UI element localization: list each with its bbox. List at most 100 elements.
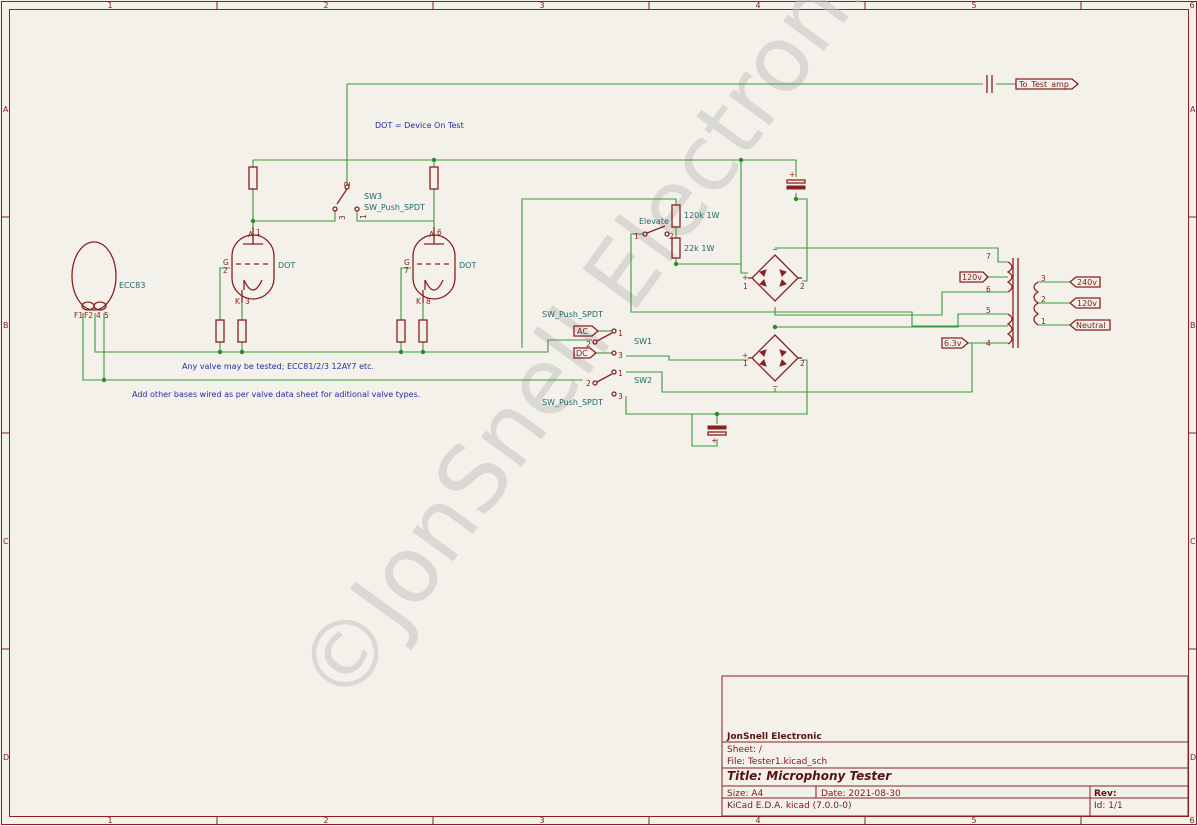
tb-sheet: Sheet: /	[727, 745, 763, 755]
label-to-test-amp: To_Test_amp	[1015, 78, 1080, 90]
svg-text:3: 3	[245, 297, 250, 306]
svg-text:6: 6	[437, 228, 442, 237]
svg-text:A: A	[429, 230, 435, 239]
svg-text:4: 4	[986, 339, 991, 348]
elevate-ref: Elevate	[639, 217, 669, 226]
svg-text:A: A	[248, 230, 254, 239]
svg-text:+: +	[789, 170, 795, 179]
svg-text:1: 1	[634, 232, 639, 241]
row-marker: D	[3, 753, 9, 762]
resistor-120k	[671, 204, 681, 228]
label-240v: 240v	[1068, 276, 1101, 288]
sw3-value: SW_Push_SPDT	[364, 203, 425, 212]
svg-text:+: +	[742, 273, 748, 282]
col-marker: 3	[539, 816, 544, 825]
svg-text:6: 6	[986, 285, 991, 294]
col-marker: 2	[323, 816, 328, 825]
ht-electrolytic-capacitor: +	[786, 170, 806, 190]
svg-text:1: 1	[1041, 317, 1046, 326]
svg-text:1: 1	[618, 369, 623, 378]
svg-text:+: +	[711, 436, 717, 445]
anode-resistor-right	[429, 166, 439, 190]
r22k-value: 22k 1W	[684, 244, 714, 253]
r120k-value: 120k 1W	[684, 211, 720, 220]
label-ac: AC	[573, 325, 600, 337]
ecc83-valve-base: ECC83 F1 F2 4 5	[71, 241, 145, 320]
svg-text:2: 2	[669, 232, 674, 241]
tb-title: Title: Microphony Tester	[727, 769, 892, 783]
svg-text:~: ~	[772, 382, 778, 391]
cathode-resistor-right	[418, 319, 428, 343]
svg-text:8: 8	[426, 297, 431, 306]
row-marker: C	[1190, 537, 1196, 546]
svg-text:2: 2	[223, 266, 228, 275]
sw1-ref: SW1	[634, 337, 652, 346]
svg-text:K: K	[235, 297, 241, 306]
svg-text:To_Test_amp: To_Test_amp	[1018, 80, 1069, 89]
cathode-resistor-left	[237, 319, 247, 343]
svg-text:K: K	[416, 297, 422, 306]
svg-text:2: 2	[586, 379, 591, 388]
col-marker: 3	[539, 1, 544, 10]
ecc83-pin: F2	[84, 311, 93, 320]
col-marker: 4	[755, 1, 760, 10]
svg-text:G: G	[223, 258, 229, 267]
label-dc: DC	[573, 347, 598, 359]
sw1-value: SW_Push_SPDT	[542, 310, 603, 319]
triode-right-value: DOT	[459, 261, 476, 270]
col-marker: 1	[107, 1, 112, 10]
anode-resistor-left	[248, 166, 258, 190]
tb-date: Date: 2021-08-30	[821, 789, 901, 799]
label-120v-right: 120v	[1068, 297, 1101, 309]
ecc83-pin: 4	[96, 311, 101, 320]
note-other-bases: Add other bases wired as per valve data …	[132, 390, 420, 399]
sw2-ref: SW2	[634, 376, 652, 385]
switch-sw3: 2 3 1 SW3 SW_Push_SPDT	[332, 181, 425, 220]
triode-left-value: DOT	[278, 261, 295, 270]
ecc83-ref: ECC83	[119, 281, 145, 290]
resistor-22k	[671, 237, 681, 259]
svg-text:3: 3	[338, 215, 347, 220]
switch-sw2: 1 2 3 SW2 SW_Push_SPDT	[542, 369, 652, 407]
col-marker: 5	[971, 1, 976, 10]
ecc83-pin: F1	[74, 311, 83, 320]
coupling-capacitor	[986, 75, 993, 93]
tb-rev: Rev:	[1094, 789, 1117, 799]
svg-text:DC: DC	[576, 349, 588, 358]
title-block: JonSnell Electronic Sheet: / File: Teste…	[721, 675, 1189, 817]
svg-text:1: 1	[743, 359, 748, 368]
note-any-valve: Any valve may be tested; ECC81/2/3 12AY7…	[182, 362, 374, 371]
svg-text:AC: AC	[577, 327, 588, 336]
row-markers: A B C D A B C D	[3, 105, 1196, 762]
col-marker: 6	[1189, 816, 1194, 825]
tb-company: JonSnell Electronic	[726, 732, 822, 742]
svg-text:G: G	[404, 258, 410, 267]
column-markers: 1 2 3 4 5 6 1 2 3 4 5 6	[107, 1, 1194, 825]
label-6-3v: 6.3v	[941, 337, 970, 349]
svg-text:7: 7	[404, 266, 409, 275]
tb-id: Id: 1/1	[1094, 801, 1123, 811]
svg-text:3: 3	[1041, 274, 1046, 283]
row-marker: D	[1190, 753, 1196, 762]
sw2-value: SW_Push_SPDT	[542, 398, 603, 407]
tb-size: Size: A4	[727, 789, 764, 799]
svg-text:1: 1	[256, 228, 261, 237]
row-marker: B	[1190, 321, 1196, 330]
svg-text:2: 2	[1041, 295, 1046, 304]
col-marker: 4	[755, 816, 760, 825]
label-neutral: Neutral	[1068, 319, 1111, 331]
row-marker: C	[3, 537, 9, 546]
grid-resistor-right	[396, 319, 406, 343]
svg-text:1: 1	[359, 214, 368, 219]
triode-dot-left: A 1 G 2 K 3 DOT	[223, 227, 295, 306]
switch-elevate: 1 2 Elevate 120k 1W 22k 1W	[634, 211, 720, 253]
svg-text:1: 1	[618, 329, 623, 338]
mains-transformer: 7 6 5 4 3 2 1	[986, 252, 1046, 348]
svg-text:120v: 120v	[1077, 299, 1097, 308]
reservoir-capacitor: +	[707, 425, 727, 445]
svg-text:6.3v: 6.3v	[944, 339, 962, 348]
svg-text:5: 5	[986, 306, 991, 315]
col-marker: 2	[323, 1, 328, 10]
switch-sw1: 1 2 3 SW1 SW_Push_SPDT	[542, 310, 652, 360]
